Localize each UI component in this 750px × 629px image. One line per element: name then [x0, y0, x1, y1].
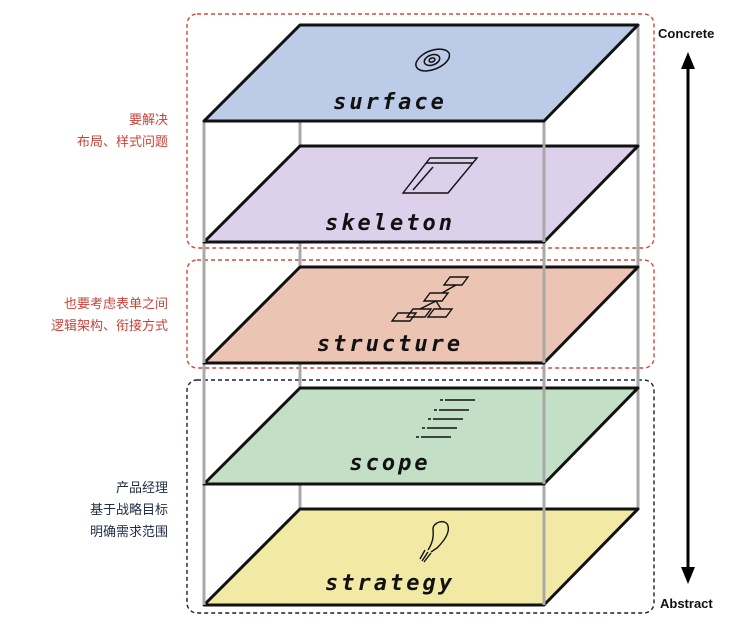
layer-scope: scope: [202, 363, 640, 486]
layer-name-surface: surface: [333, 90, 447, 115]
layer-name-skeleton: skeleton: [325, 211, 455, 236]
lightbulb-icon: [419, 520, 450, 563]
layer-skeleton: skeleton: [202, 121, 640, 244]
note-bottom: 产品经理 基于战略目标 明确需求范围: [90, 478, 168, 544]
note-mid: 也要考虑表单之间 逻辑架构、衔接方式: [51, 294, 168, 338]
concrete-abstract-arrow: [681, 52, 695, 584]
note-top-line-2: 布局、样式问题: [76, 135, 168, 150]
wireframe-icon: [401, 157, 479, 194]
plane-surface: [202, 23, 640, 123]
axis-label-concrete: Concrete: [658, 26, 715, 41]
layer-surface: surface: [202, 23, 640, 123]
note-bottom-line-2: 基于战略目标: [89, 503, 168, 518]
layer-strategy: strategy: [202, 484, 640, 607]
flowchart-icon: [390, 276, 470, 322]
arrow-head-up-icon: [681, 52, 695, 69]
note-mid-line-2: 逻辑架构、衔接方式: [50, 319, 168, 334]
note-top: 要解决 布局、样式问题: [77, 110, 168, 154]
layer-structure: structure: [202, 242, 640, 365]
layers: strategy scope: [202, 23, 640, 607]
list-icon: [416, 399, 475, 438]
layer-name-strategy: strategy: [325, 571, 455, 596]
note-top-line-1: 要解决: [128, 113, 168, 128]
arrow-head-down-icon: [681, 567, 695, 584]
note-bottom-line-3: 明确需求范围: [89, 525, 168, 540]
axis-label-abstract: Abstract: [660, 596, 713, 611]
note-mid-line-1: 也要考虑表单之间: [63, 297, 168, 312]
group-frame-bottom: [186, 379, 655, 614]
layer-name-scope: scope: [349, 451, 430, 476]
layer-name-structure: structure: [317, 332, 463, 357]
note-bottom-line-1: 产品经理: [115, 481, 168, 496]
eye-icon: [415, 48, 451, 72]
group-frame-mid: [186, 259, 655, 369]
group-frame-top: [186, 13, 655, 249]
